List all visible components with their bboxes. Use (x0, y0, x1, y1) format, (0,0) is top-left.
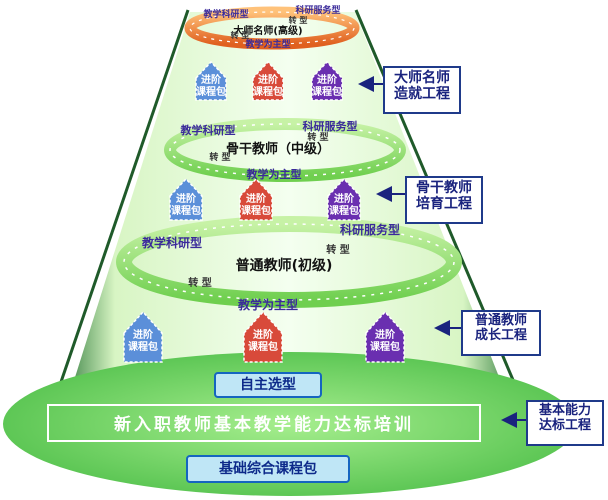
middle-title: 骨干教师（中级） (226, 141, 330, 157)
self-select-badge: 自主选型 (214, 372, 322, 398)
top-right-band: 科研服务型 (295, 4, 340, 16)
package-label-red-top: 进阶课程包 (253, 75, 283, 98)
middle-bottom-band: 教学为主型 (246, 167, 302, 181)
upgrade-package-red-middle (239, 177, 273, 221)
lower-bottom-band: 教学为主型 (237, 297, 298, 312)
base-platform (3, 352, 577, 496)
top-transform-b: 转 型 (231, 30, 250, 40)
lower-transform-b: 转 型 (188, 276, 211, 289)
upgrade-package-purple-lower (365, 310, 405, 363)
basic-package-badge: 基础综合课程包 (186, 455, 350, 483)
middle-transform-b: 转 型 (209, 151, 230, 163)
upgrade-package-blue-lower (123, 310, 163, 363)
package-label-red-middle: 进阶课程包 (241, 194, 271, 217)
upgrade-package-purple-middle (327, 177, 361, 221)
training-banner (47, 404, 481, 442)
package-label-purple-lower: 进阶课程包 (370, 330, 400, 353)
lower-transform-a: 转 型 (326, 243, 349, 256)
lower-ring-dashes (123, 223, 455, 301)
package-label-blue-top: 进阶课程包 (196, 75, 226, 98)
upgrade-package-purple-top (311, 60, 343, 101)
side-label-master: 大师名师造就工程 (383, 66, 461, 114)
top-left-band: 教学科研型 (202, 8, 248, 20)
top-title: 大师名师(高级) (233, 24, 302, 37)
middle-left-band: 教学科研型 (180, 123, 236, 137)
side-label-basic: 基本能力达标工程 (526, 400, 604, 446)
package-label-purple-middle: 进阶课程包 (329, 194, 359, 217)
cone-left-edge (46, 9, 190, 421)
middle-right-band: 科研服务型 (303, 119, 358, 133)
side-label-backbone: 骨干教师培育工程 (405, 176, 483, 224)
training-text: 新入职教师基本教学能力达标培训 (114, 414, 414, 435)
upgrade-package-red-lower (243, 310, 283, 363)
top-transform-a: 转 型 (289, 15, 308, 25)
middle-ring-dashes (169, 123, 401, 177)
upgrade-package-blue-middle (169, 177, 203, 221)
package-label-red-lower: 进阶课程包 (248, 330, 278, 353)
upgrade-package-red-top (252, 60, 284, 101)
middle-transform-a: 转 型 (307, 131, 328, 143)
top-bottom-band: 教学为主型 (244, 38, 290, 50)
package-label-blue-lower: 进阶课程包 (128, 330, 158, 353)
lower-right-band: 科研服务型 (340, 222, 400, 237)
lower-title: 普通教师(初级) (236, 257, 333, 274)
package-label-blue-middle: 进阶课程包 (171, 194, 201, 217)
upgrade-package-blue-top (195, 60, 227, 101)
side-label-ordinary: 普通教师成长工程 (461, 310, 541, 356)
lower-left-band: 教学科研型 (141, 235, 202, 250)
top-ring-dashes (189, 11, 355, 45)
package-label-purple-top: 进阶课程包 (312, 75, 342, 98)
